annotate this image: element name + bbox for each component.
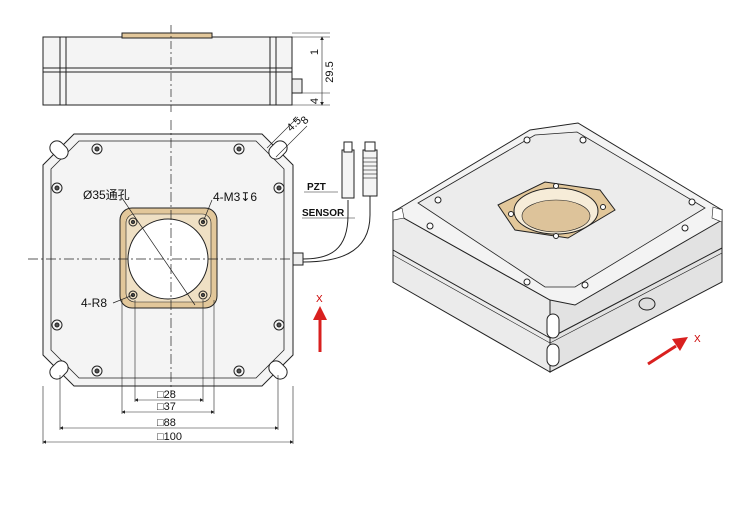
corner-slot-tr (268, 140, 288, 160)
iso-screws (426, 136, 696, 289)
pzt-cable (302, 200, 349, 260)
cables (302, 141, 378, 263)
pzt-connector (341, 149, 355, 199)
top-view-inner-outline (50, 140, 285, 379)
corner-slot-br (268, 360, 288, 380)
front-x-label: X (316, 294, 323, 305)
screw-holes (51, 143, 285, 377)
dim-100: □100 (157, 431, 182, 443)
label-radius: 4-R8 (81, 296, 107, 310)
front-x-axis-arrow (313, 306, 327, 352)
bottom-dimensions (42, 300, 294, 444)
dim-88: □88 (157, 417, 176, 429)
dim-side-29-5: 29.5 (324, 61, 336, 82)
dim-side-4: 4 (309, 98, 321, 104)
dim-28: □28 (157, 389, 176, 401)
iso-x-axis-arrow (647, 337, 688, 366)
sensor-cable (302, 195, 371, 263)
dim-side-1: 1 (309, 49, 321, 55)
dim-37: □37 (157, 401, 176, 413)
label-pzt: PZT (307, 182, 326, 193)
side-view-connector (291, 78, 303, 94)
isometric-view (392, 122, 723, 373)
label-sensor: SENSOR (302, 208, 345, 219)
side-view-body (42, 36, 293, 106)
iso-slot-front-2 (546, 343, 560, 367)
iso-connector (638, 297, 656, 311)
side-view (42, 25, 330, 112)
label-thread: 4-M3↧6 (213, 190, 257, 204)
sensor-connector (362, 149, 378, 197)
top-view (28, 116, 308, 395)
corner-slot-tl (49, 140, 69, 160)
corner-slot-bl (49, 360, 69, 380)
iso-slot-front (546, 313, 560, 339)
side-view-brass-insert (121, 32, 213, 39)
iso-x-label: X (694, 334, 701, 345)
label-bore: Ø35通孔 (83, 188, 130, 202)
top-view-connector (292, 252, 304, 266)
